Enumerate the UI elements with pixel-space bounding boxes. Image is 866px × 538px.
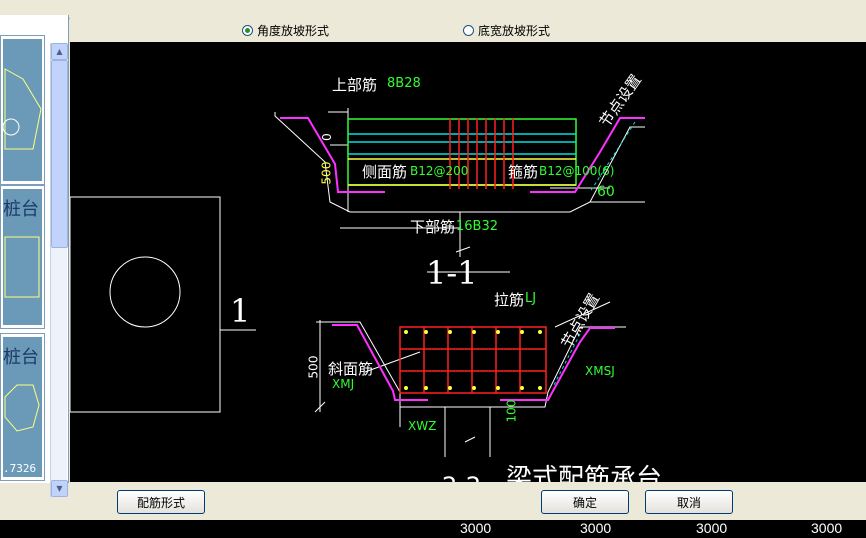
background-window-strip: 3000 3000 3000 3000 [0, 520, 866, 538]
tie-rebar-value: LJ [525, 291, 537, 306]
dialog-title-edge [68, 0, 866, 19]
thumbnail-item[interactable]: 桩台 .7326 [0, 333, 45, 481]
dim-zero: 0 [319, 133, 334, 141]
scroll-thumb[interactable] [51, 60, 68, 248]
radio-width-slope[interactable]: 底宽放坡形式 [463, 22, 550, 39]
section-2-magenta-left [332, 324, 428, 401]
thumbnail-scrollbar[interactable]: ▲ ▼ [50, 43, 68, 497]
scroll-down-arrow-icon[interactable]: ▼ [51, 480, 68, 497]
thumbnail-pane[interactable]: 桩台 桩台 .7326 ▲ ▼ [0, 15, 69, 497]
background-value: 3000 [811, 520, 843, 536]
section-1-magenta-left [280, 117, 385, 193]
dim-500-top: 500 [319, 161, 334, 185]
thumbnail-caption: 桩台 [3, 199, 39, 220]
thumbnail-caption: 桩台 [3, 347, 39, 368]
pile-plan-outline [70, 196, 221, 413]
side-rebar-label: 侧面筋 [362, 163, 408, 181]
radio-label: 角度放坡形式 [257, 24, 330, 38]
slope-angle: 60 [597, 184, 615, 200]
top-rebar-value: 8B28 [387, 76, 421, 91]
stirrup-value: B12@100(6) [539, 164, 615, 178]
radio-unselected-icon[interactable] [463, 25, 474, 36]
scroll-up-arrow-icon[interactable]: ▲ [51, 43, 68, 60]
background-value: 3000 [580, 520, 612, 536]
drawing-canvas[interactable]: 上部筋 8B28 0 500 侧面筋 B12@200 箍筋 B12@100(6)… [70, 42, 866, 482]
bottom-rebar-label: 下部筋 [410, 218, 456, 236]
thumbnail-shape-icon [4, 384, 40, 432]
dim-100: 100 [504, 399, 519, 423]
side-rebar-value: B12@200 [410, 164, 469, 178]
ok-button[interactable]: 确定 [541, 490, 629, 514]
thumbnail-preview: 桩台 .7326 [3, 337, 42, 477]
bottom-rebar-value: 16B32 [456, 219, 499, 234]
thumbnail-value: .7326 [3, 462, 37, 475]
thumbnail-preview [2, 39, 42, 181]
thumbnail-preview: 桩台 [3, 189, 42, 325]
background-value: 3000 [696, 520, 728, 536]
section-2-magenta-right [500, 327, 615, 401]
background-value: 3000 [460, 520, 492, 536]
stirrup-label: 箍筋 [508, 163, 539, 181]
xmj-label: XMJ [332, 377, 355, 391]
section-2-rebar-mesh [399, 326, 547, 394]
xmsj-label: XMSJ [585, 364, 615, 378]
xwz-label: XWZ [408, 419, 437, 433]
radio-label: 底宽放坡形式 [478, 24, 551, 38]
thumbnail-shape-icon [4, 236, 40, 298]
section-1-stirrups [449, 118, 514, 189]
section-2-rebar-dots [404, 330, 542, 390]
thumbnail-item[interactable] [0, 35, 45, 185]
slope-rebar-label: 斜面筋 [328, 360, 374, 378]
section-1-title: 1-1 [426, 254, 478, 292]
section-marker: 1 [230, 292, 251, 330]
dim-500-bottom: 500 [306, 355, 321, 379]
dialog-button-bar: 配筋形式 确定 取消 [70, 482, 866, 520]
section-1-trench [274, 112, 645, 213]
thumbnail-shape-icon [2, 68, 42, 150]
section-2-trench [316, 321, 626, 408]
top-rebar-label: 上部筋 [332, 76, 378, 94]
radio-selected-icon[interactable] [242, 25, 253, 36]
pile-circle [109, 256, 181, 328]
rebar-form-button[interactable]: 配筋形式 [117, 490, 205, 514]
drawing-title: 梁式配筋承台 [506, 464, 663, 482]
slope-form-options: 角度放坡形式 底宽放坡形式 [70, 18, 866, 42]
section-2-prefix: 2-2 [442, 472, 481, 482]
section-1-magenta-right [530, 117, 645, 193]
cancel-button[interactable]: 取消 [645, 490, 733, 514]
thumbnail-item[interactable]: 桩台 [0, 185, 45, 329]
tie-rebar-label: 拉筋 [494, 291, 525, 309]
pile-cap-drawing [70, 108, 645, 457]
radio-angle-slope[interactable]: 角度放坡形式 [242, 22, 329, 39]
